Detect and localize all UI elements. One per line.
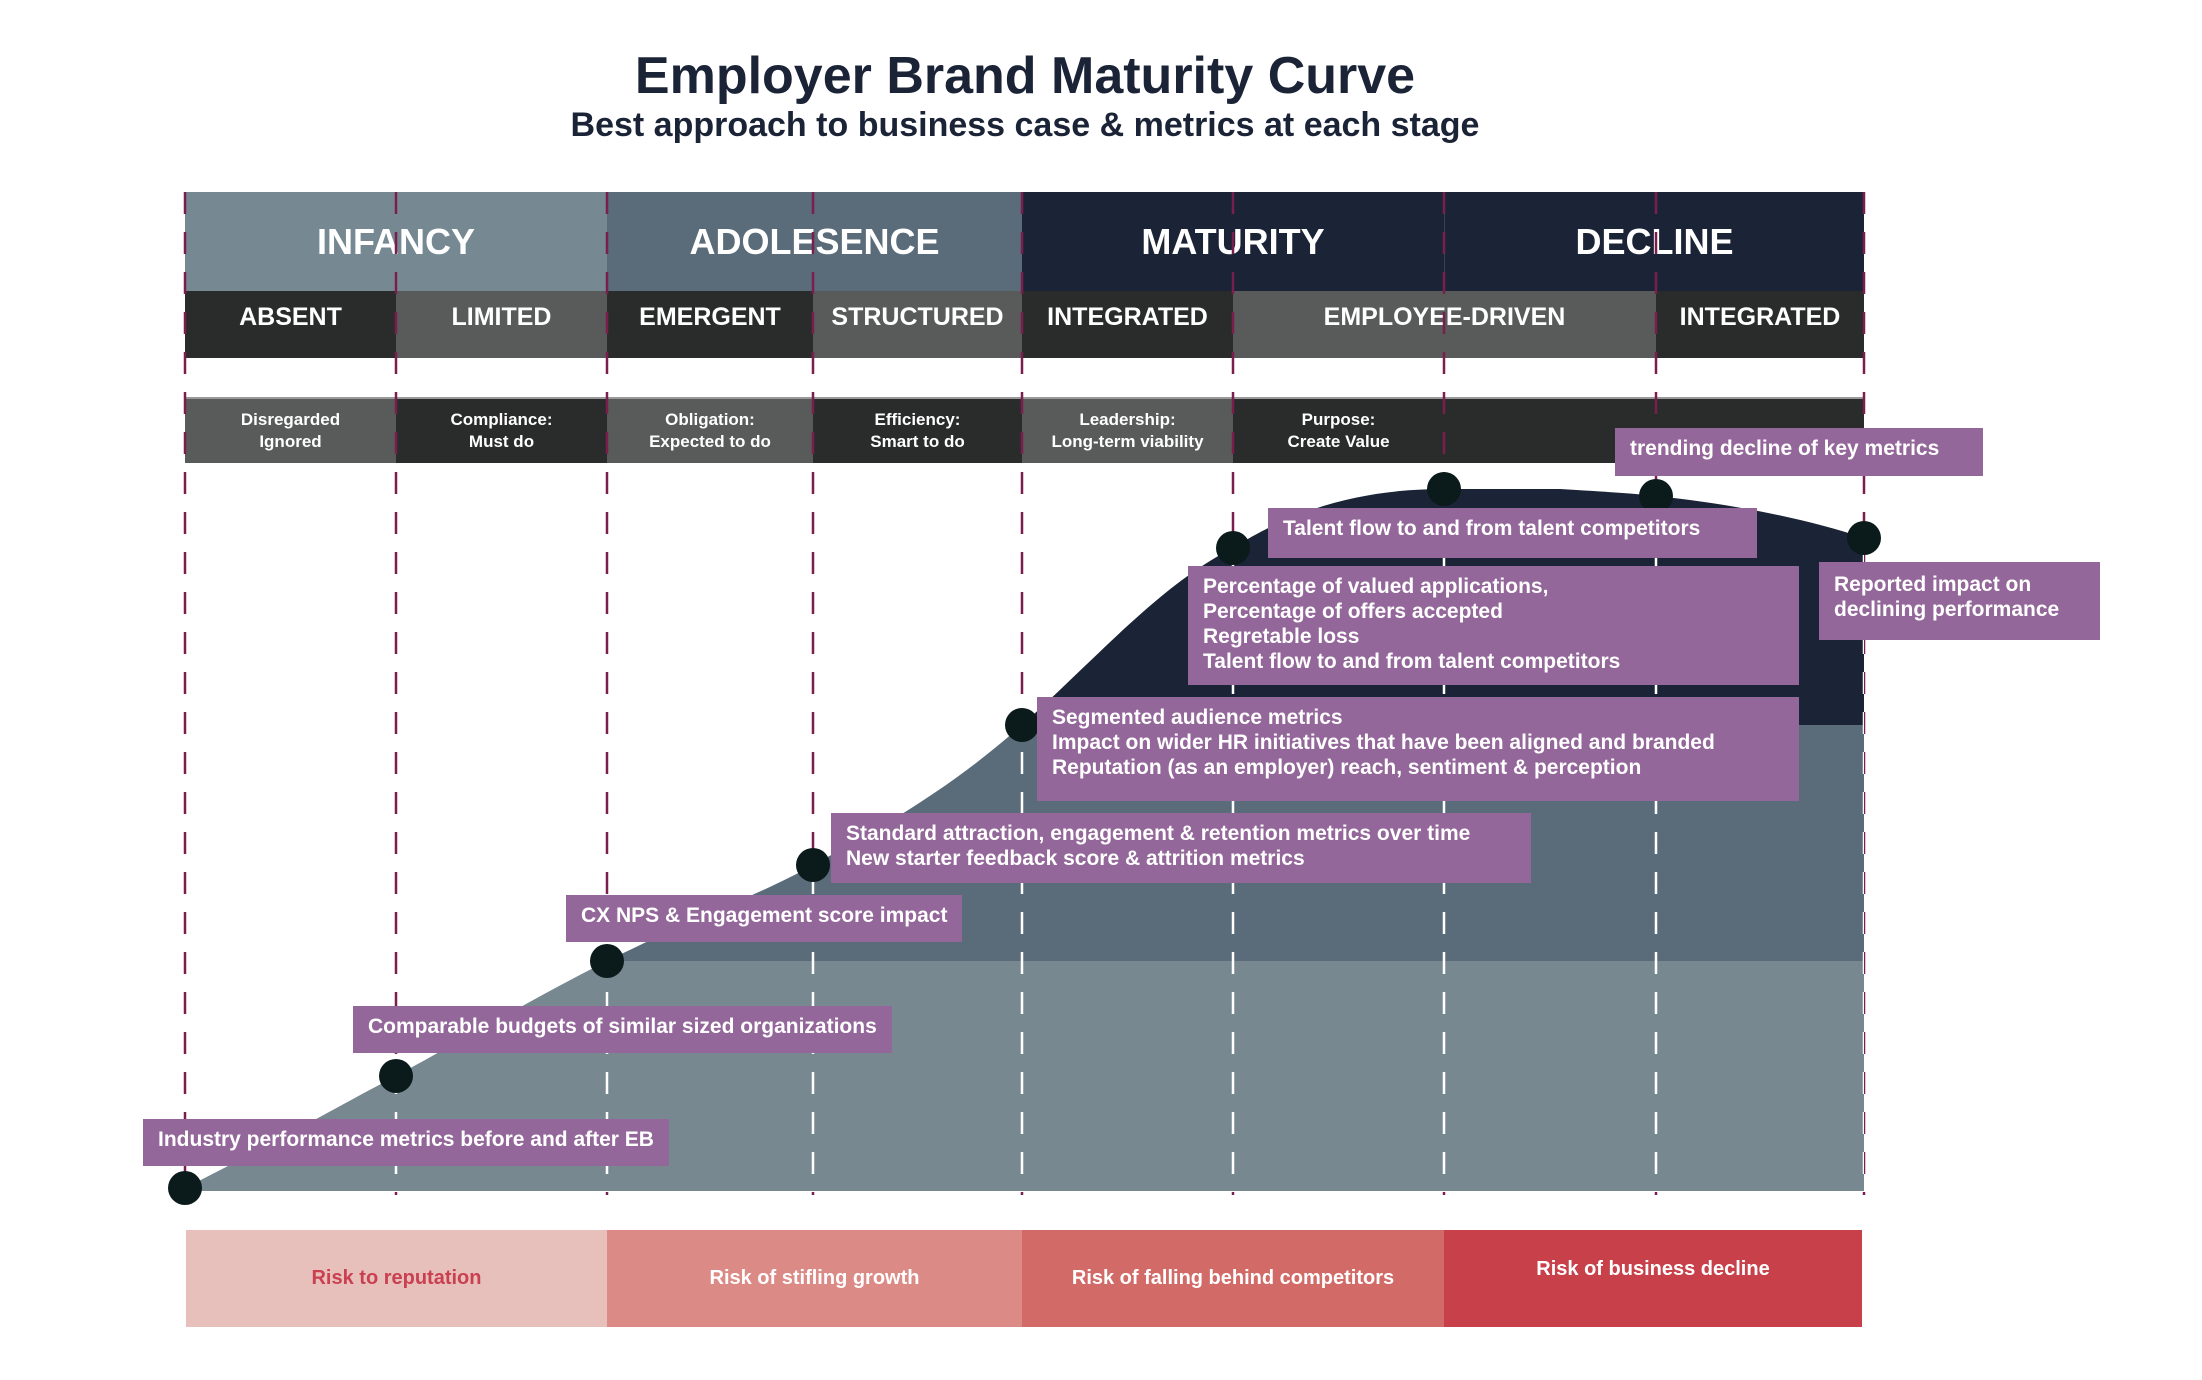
milestone-dot xyxy=(379,1059,413,1093)
driver-subtitle: Ignored xyxy=(259,432,322,451)
level-integrated-decline: INTEGRATED xyxy=(1656,291,1864,358)
driver-title: Efficiency: xyxy=(874,410,961,429)
level-integrated: INTEGRATED xyxy=(1022,291,1233,358)
metric-callout: Industry performance metrics before and … xyxy=(143,1119,669,1166)
metric-line: trending decline of key metrics xyxy=(1630,437,1940,460)
metric-callout: trending decline of key metrics xyxy=(1615,428,1983,476)
milestone-dot xyxy=(1216,531,1250,565)
milestone-dot xyxy=(1427,472,1461,506)
milestone-dots xyxy=(168,472,1881,1205)
level-structured: STRUCTURED xyxy=(813,291,1022,358)
stage-adolesence: ADOLESENCE xyxy=(607,192,1022,291)
metric-line: Standard attraction, engagement & retent… xyxy=(846,822,1471,845)
risk-reputation: Risk to reputation xyxy=(186,1230,607,1327)
driver-cell: Obligation: Expected to do xyxy=(607,397,813,463)
driver-cell: Leadership: Long-term viability xyxy=(1022,397,1233,463)
metric-line: Reported impact on xyxy=(1834,573,2032,596)
metric-line: Impact on wider HR initiatives that have… xyxy=(1052,731,1715,754)
metric-callout: Comparable budgets of similar sized orga… xyxy=(353,1006,892,1053)
risk-stifling-growth: Risk of stifling growth xyxy=(607,1230,1022,1327)
metric-line: Talent flow to and from talent competito… xyxy=(1203,650,1621,673)
risk-falling-behind: Risk of falling behind competitors xyxy=(1022,1230,1444,1327)
level-limited: LIMITED xyxy=(396,291,607,358)
driver-title: Disregarded xyxy=(240,410,341,429)
metric-callout: CX NPS & Engagement score impact xyxy=(566,895,963,942)
page-title: Employer Brand Maturity Curve xyxy=(634,47,1416,105)
milestone-dot xyxy=(590,944,624,978)
driver-title: Obligation: xyxy=(665,410,755,429)
driver-title: Leadership: xyxy=(1079,410,1176,429)
driver-cell: Compliance: Must do xyxy=(396,397,607,463)
metric-line: Reputation (as an employer) reach, senti… xyxy=(1052,756,1642,779)
metric-line: New starter feedback score & attrition m… xyxy=(846,847,1305,870)
driver-subtitle: Smart to do xyxy=(870,432,965,451)
risk-business-decline: Risk of business decline xyxy=(1444,1230,1862,1327)
metric-line: Percentage of offers accepted xyxy=(1203,600,1503,623)
driver-title: Compliance: xyxy=(450,410,553,429)
driver-title: Purpose: xyxy=(1301,410,1376,429)
metric-line: CX NPS & Engagement score impact xyxy=(581,904,948,927)
milestone-dot xyxy=(1005,708,1039,742)
stage-decline: DECLINE xyxy=(1444,192,1864,291)
driver-subtitle: Create Value xyxy=(1287,432,1390,451)
metric-callout: Talent flow to and from talent competito… xyxy=(1268,508,1757,558)
page-subtitle: Best approach to business case & metrics… xyxy=(570,106,1480,144)
metric-line: Segmented audience metrics xyxy=(1052,706,1343,729)
metric-callout: Percentage of valued applications,Percen… xyxy=(1188,566,1799,685)
level-emergent: EMERGENT xyxy=(607,291,813,358)
driver-subtitle: Expected to do xyxy=(649,432,771,451)
milestone-dot xyxy=(1639,479,1673,513)
metric-line: Regretable loss xyxy=(1203,625,1360,648)
driver-cell: Efficiency: Smart to do xyxy=(813,397,1022,463)
metric-line: declining performance xyxy=(1834,598,2060,621)
driver-cell: Purpose: Create Value xyxy=(1233,397,1444,463)
driver-subtitle: Must do xyxy=(468,432,535,451)
milestone-dot xyxy=(796,848,830,882)
metric-line: Comparable budgets of similar sized orga… xyxy=(368,1015,877,1038)
metric-callout: Standard attraction, engagement & retent… xyxy=(831,813,1531,883)
metric-line: Percentage of valued applications, xyxy=(1203,575,1549,598)
metric-line: Talent flow to and from talent competito… xyxy=(1283,517,1701,540)
milestone-dot xyxy=(1847,521,1881,555)
driver-subtitle: Long-term viability xyxy=(1051,432,1204,451)
level-absent: ABSENT xyxy=(185,291,396,358)
milestone-dot xyxy=(168,1171,202,1205)
metric-line: Industry performance metrics before and … xyxy=(158,1128,654,1151)
